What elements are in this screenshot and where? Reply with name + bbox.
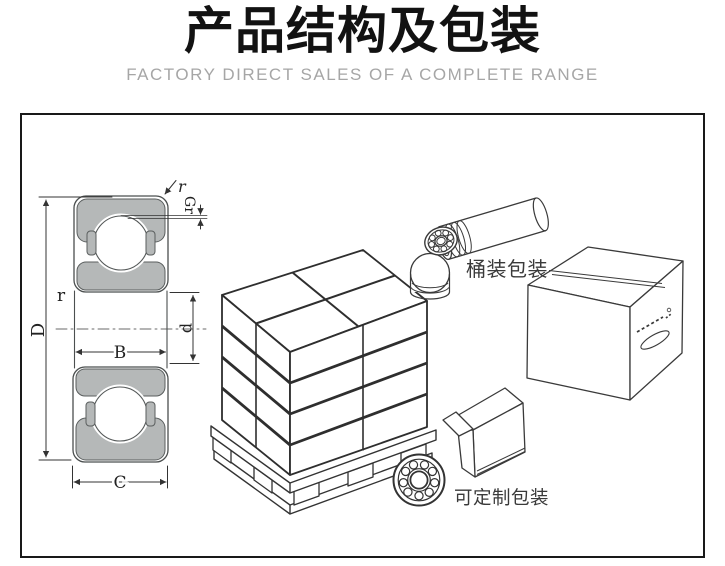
cage-tab (85, 401, 96, 427)
page-subtitle: FACTORY DIRECT SALES OF A COMPLETE RANGE (126, 65, 599, 84)
dim-label-B: B (114, 343, 127, 363)
dim-label-C: C (113, 473, 126, 493)
ball (93, 215, 149, 271)
tube-packaging (409, 197, 549, 300)
cage-tab (145, 401, 156, 427)
dimension-lines (38, 180, 208, 489)
bearing-front-view (392, 453, 446, 507)
bearing-top-half (73, 195, 169, 293)
bearing-cross-section: r Gr r D B d C (28, 177, 208, 496)
dim-label-gr: Gr (181, 196, 197, 214)
custom-packaging-box (442, 387, 526, 478)
dim-label-r-top: r (178, 177, 187, 196)
dim-label-d: d (177, 323, 196, 333)
custom-packaging-label: 可定制包装 (454, 487, 549, 508)
page-title: 产品结构及包装 (184, 3, 541, 59)
small-box-left-face (457, 429, 476, 478)
carton-print-marks (636, 307, 672, 333)
tube-packaging-label: 桶装包装 (466, 258, 548, 281)
dim-label-r-mid: r (57, 286, 66, 306)
tube-mouth-bearing (424, 226, 458, 256)
dim-label-D: D (28, 323, 49, 337)
ball (92, 386, 148, 442)
bearing-bottom-half (72, 366, 169, 463)
carton-handle-hole (640, 330, 670, 350)
pallet-deck (210, 425, 437, 494)
bearing-stack (409, 252, 451, 300)
pallet-stack (210, 249, 437, 515)
stacked-boxes (221, 249, 428, 476)
carton-tape (548, 270, 666, 288)
cage-tab (86, 230, 97, 256)
carton-right-face (629, 260, 684, 401)
carton-box (526, 246, 684, 401)
cage-tab (145, 230, 156, 256)
small-box-flap (442, 411, 474, 437)
